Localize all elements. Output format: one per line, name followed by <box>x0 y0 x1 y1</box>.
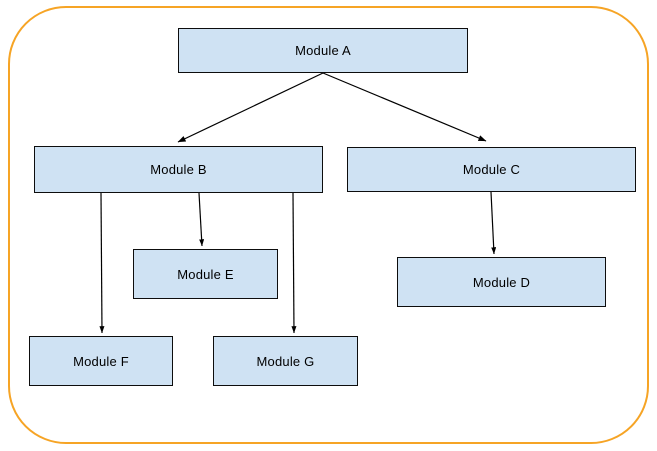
node-module-g-label: Module G <box>256 353 315 369</box>
node-module-f: Module F <box>29 336 173 386</box>
node-module-g: Module G <box>213 336 358 386</box>
node-module-e: Module E <box>133 249 278 299</box>
node-module-f-label: Module F <box>73 353 129 369</box>
node-module-d-label: Module D <box>472 274 531 290</box>
node-module-c-label: Module C <box>462 162 521 177</box>
node-module-b: Module B <box>34 146 323 193</box>
node-module-e-label: Module E <box>177 266 234 282</box>
node-module-c: Module C <box>347 147 636 192</box>
node-module-a-label: Module A <box>295 43 351 58</box>
node-module-a: Module A <box>178 28 468 73</box>
rounded-border-frame <box>8 6 649 444</box>
node-module-b-label: Module B <box>150 162 207 177</box>
node-module-d: Module D <box>397 257 606 307</box>
